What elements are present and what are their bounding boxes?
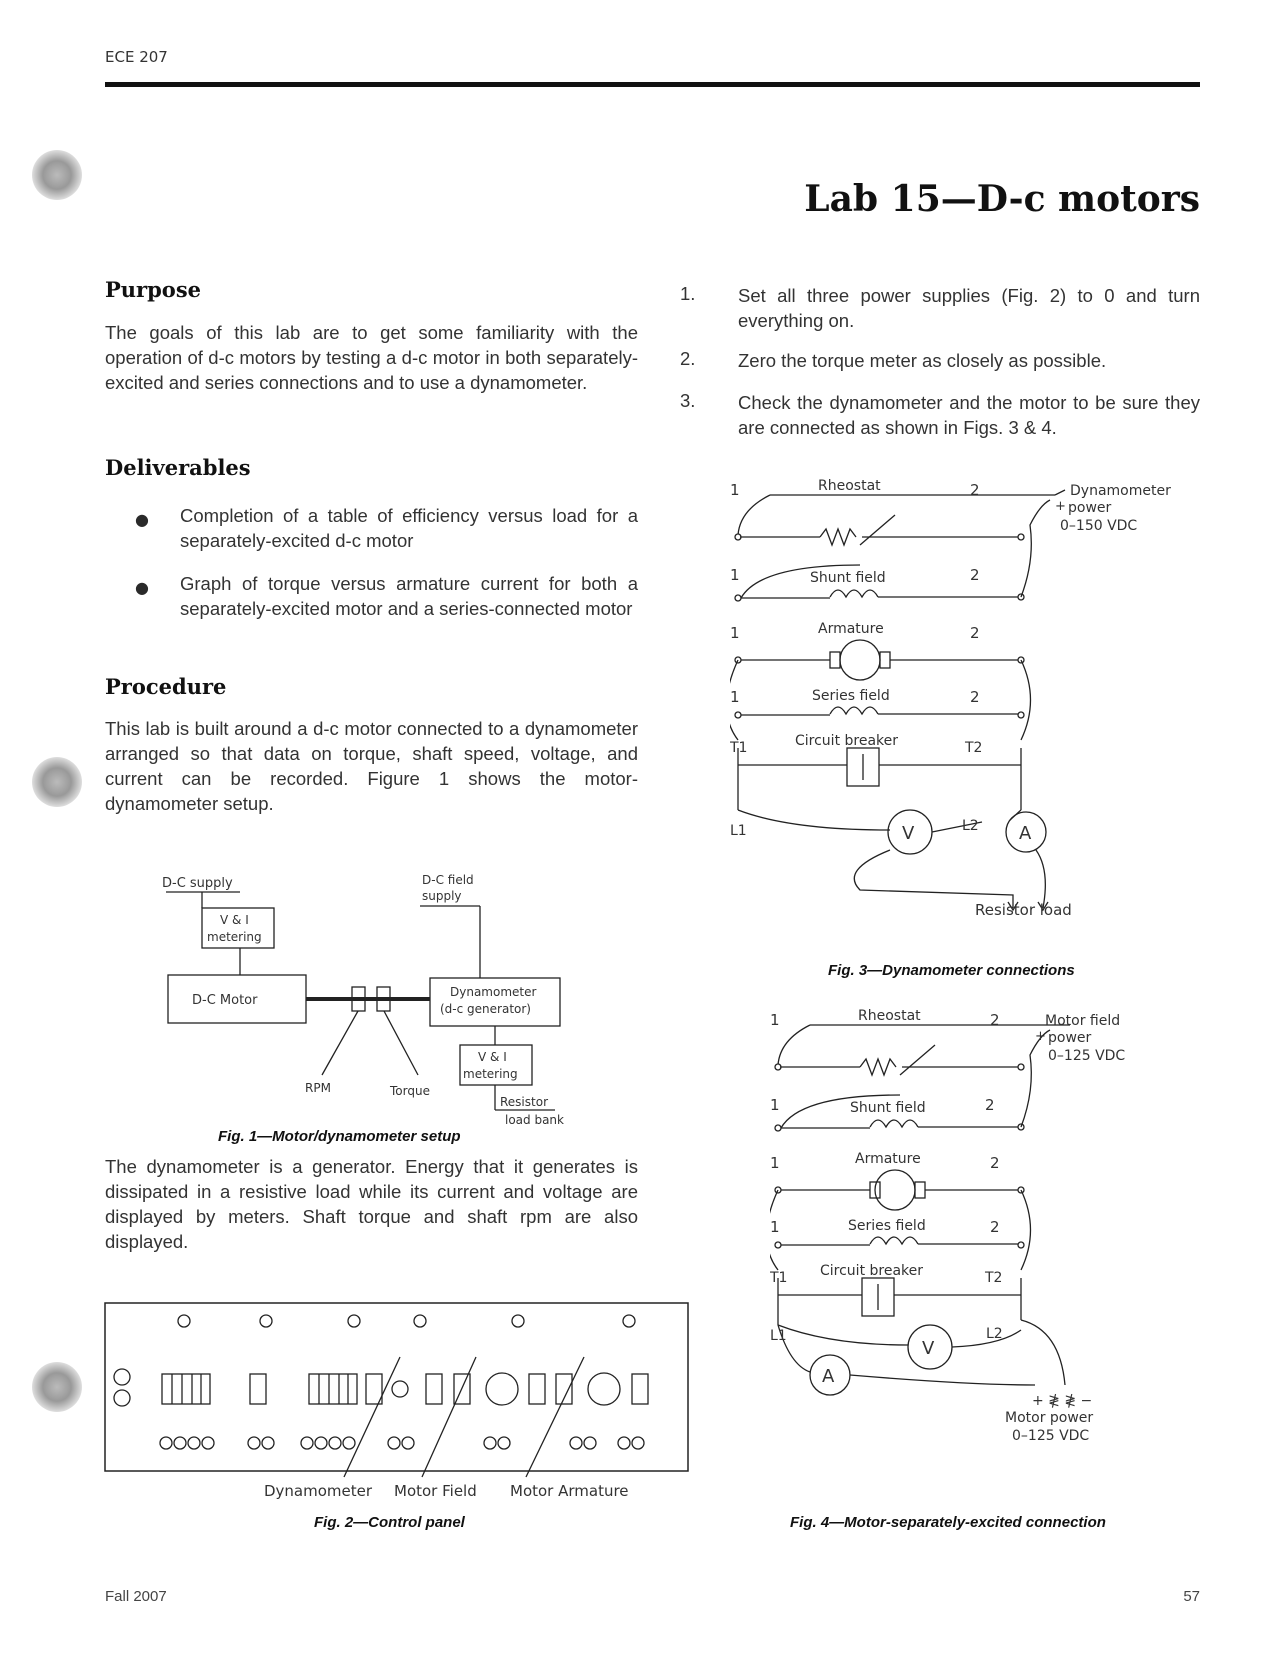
page-title: Lab 15—D-c motors [804, 178, 1200, 220]
fig4-label: Motor power [1005, 1410, 1093, 1426]
deliverable-item: Graph of torque versus armature current … [180, 573, 638, 619]
fig1-label: Resistor [500, 1095, 548, 1109]
fig4-label: 1 [770, 1218, 780, 1236]
fig3-caption: Fig. 3—Dynamometer connections [828, 962, 1075, 979]
fig3-label: L1 [730, 823, 747, 839]
fig4-label: 0–125 VDC [1048, 1048, 1125, 1064]
fig1-label: D-C supply [162, 876, 233, 891]
fig1-label: metering [207, 930, 262, 944]
fig4-label: 2 [990, 1011, 1000, 1029]
fig1-caption: Fig. 1—Motor/dynamometer setup [218, 1128, 461, 1145]
fig3-label: + [1055, 499, 1066, 514]
fig4-label: Circuit breaker [820, 1263, 923, 1279]
fig1-label: supply [422, 889, 462, 903]
purpose-heading: Purpose [105, 277, 201, 302]
fig1-label: D-C field [422, 873, 474, 887]
fig3-voltmeter-label: V [902, 823, 915, 844]
fig4-label: Series field [848, 1218, 926, 1234]
fig3-label: 1 [730, 481, 740, 499]
fig4-label: 2 [990, 1154, 1000, 1172]
step-text: Check the dynamometer and the motor to b… [738, 392, 1200, 438]
fig3-label: Rheostat [818, 478, 881, 494]
fig3-label: Armature [818, 621, 884, 637]
fig4-ammeter-label: A [822, 1366, 835, 1387]
fig1-label: D-C Motor [192, 993, 258, 1008]
procedure-heading: Procedure [105, 674, 227, 699]
step-number: 1. [680, 283, 696, 304]
fig3-ammeter-label: A [1019, 823, 1032, 844]
fig4-label: + [1035, 1029, 1046, 1044]
fig4-separately-excited-connection: 1 Rheostat 2 Motor field + power 0–125 V… [770, 1008, 1125, 1444]
fig3-label: 1 [730, 624, 740, 642]
fig4-label: L2 [986, 1326, 1003, 1342]
fig4-label: + ≹ ≹ − [1032, 1393, 1092, 1409]
fig4-label: 2 [990, 1218, 1000, 1236]
fig3-label: 2 [970, 688, 980, 706]
fig1-label: Torque [389, 1084, 430, 1098]
fig2-label: Motor Armature [510, 1482, 629, 1500]
fig2-label: Motor Field [394, 1482, 477, 1500]
fig4-caption: Fig. 4—Motor-separately-excited connecti… [790, 1514, 1106, 1531]
deliverable-item: Completion of a table of efficiency vers… [180, 505, 638, 551]
step-text: Zero the torque meter as closely as poss… [738, 350, 1107, 371]
purpose-body: The goals of this lab are to get some fa… [105, 322, 638, 393]
step-text: Set all three power supplies (Fig. 2) to… [738, 285, 1200, 331]
fig1-label: V & I [220, 913, 249, 927]
fig3-label: Shunt field [810, 570, 886, 586]
fig3-label: 2 [970, 566, 980, 584]
fig1-setup-diagram: D-C supply V & I metering D-C Motor D-C … [162, 873, 564, 1127]
fig1-label: metering [463, 1067, 518, 1081]
fig4-label: 1 [770, 1154, 780, 1172]
fig4-label: 2 [985, 1096, 995, 1114]
bullet-icon: ● [135, 510, 149, 529]
binder-hole-top [32, 150, 82, 200]
fig3-label: 1 [730, 566, 740, 584]
fig3-label: Dynamometer [1070, 483, 1171, 499]
fig4-label: Shunt field [850, 1100, 926, 1116]
procedure-intro: This lab is built around a d-c motor con… [105, 718, 638, 814]
fig3-label: power [1068, 500, 1112, 516]
fig3-label: 2 [970, 624, 980, 642]
fig1-label: (d-c generator) [440, 1002, 531, 1016]
fig3-label: Resistor load [975, 901, 1072, 919]
fig3-label: Series field [812, 688, 890, 704]
fig1-label: Dynamometer [450, 985, 536, 999]
fig3-label: L2 [962, 818, 979, 834]
fig4-label: 1 [770, 1096, 780, 1114]
fig4-label: 1 [770, 1011, 780, 1029]
dynamometer-paragraph: The dynamometer is a generator. Energy t… [105, 1156, 638, 1252]
fig4-label: power [1048, 1030, 1092, 1046]
fig4-label: Armature [855, 1151, 921, 1167]
fig3-label: T1 [730, 740, 747, 756]
binder-hole-bottom [32, 1362, 82, 1412]
fig4-voltmeter-label: V [922, 1338, 935, 1359]
fig1-label: V & I [478, 1050, 507, 1064]
binder-hole-middle [32, 757, 82, 807]
fig3-label: 1 [730, 688, 740, 706]
fig2-control-panel: Dynamometer Motor Field Motor Armature [104, 1302, 689, 1500]
page-number: 57 [1183, 1588, 1200, 1605]
bullet-icon: ● [135, 578, 149, 597]
fig3-label: Circuit breaker [795, 733, 898, 749]
deliverables-heading: Deliverables [105, 455, 251, 480]
header-rule [105, 82, 1200, 87]
fig3-label: 2 [970, 481, 980, 499]
fig2-label: Dynamometer [264, 1482, 373, 1500]
fig4-label: Rheostat [858, 1008, 921, 1024]
fig1-label: RPM [305, 1081, 331, 1095]
course-header: ECE 207 [105, 48, 168, 66]
fig4-label: 0–125 VDC [1012, 1428, 1089, 1444]
step-number: 2. [680, 348, 696, 369]
fig3-label: T2 [964, 740, 982, 756]
fig4-label: T1 [770, 1270, 787, 1286]
fig4-label: Motor field [1045, 1013, 1120, 1029]
fig3-dynamometer-connections: 1 Rheostat 2 Dynamometer + power 0–150 V… [730, 478, 1171, 919]
step-number: 3. [680, 390, 696, 411]
fig4-label: L1 [770, 1328, 787, 1344]
fig2-caption: Fig. 2—Control panel [314, 1514, 465, 1531]
fig4-label: T2 [984, 1270, 1002, 1286]
fig1-label: load bank [505, 1113, 564, 1127]
footer-term: Fall 2007 [105, 1588, 167, 1605]
fig3-label: 0–150 VDC [1060, 518, 1137, 534]
